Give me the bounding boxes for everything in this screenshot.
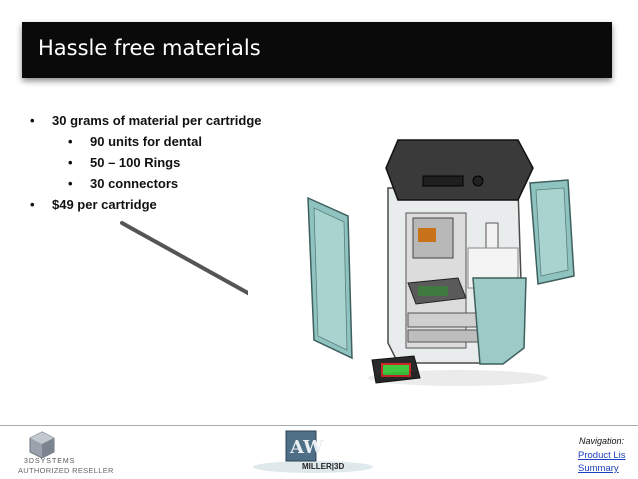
bullet-marker: •	[30, 197, 35, 212]
bullet-marker: •	[68, 155, 73, 170]
slide-title: Hassle free materials	[38, 36, 261, 60]
bullet-marker: •	[30, 113, 35, 128]
3d-systems-logo	[29, 431, 55, 459]
product-list-link[interactable]: Product Lis	[578, 450, 626, 461]
bullet-text: 30 connectors	[90, 176, 179, 191]
3d-systems-wordmark: 3DSYSTEMS	[24, 458, 76, 465]
miller-3d-wordmark: MILLER|3D	[302, 462, 345, 471]
bullet-marker: •	[68, 176, 73, 191]
bullet-marker: •	[68, 134, 73, 149]
navigation-label: Navigation:	[579, 436, 625, 446]
bullet-text: 50 – 100 Rings	[90, 155, 181, 170]
sub-bullet-item: • 30 connectors	[30, 173, 262, 194]
sub-bullet-item: • 90 units for dental	[30, 131, 262, 152]
bullet-text: 90 units for dental	[90, 134, 202, 149]
svg-text:AW: AW	[289, 437, 324, 458]
3d-printer-illustration	[248, 128, 588, 398]
sub-bullet-item: • 50 – 100 Rings	[30, 152, 262, 173]
summary-link[interactable]: Summary	[578, 463, 619, 474]
bullet-text: 30 grams of material per cartridge	[52, 113, 262, 128]
footer-divider	[0, 425, 638, 426]
bullet-item: • 30 grams of material per cartridge	[30, 110, 262, 131]
aw-miller-logo: AW	[253, 430, 373, 473]
slide-title-bar: Hassle free materials	[22, 22, 612, 78]
bullet-item: • $49 per cartridge	[30, 194, 262, 215]
authorized-reseller-label: AUTHORIZED RESELLER	[18, 466, 114, 475]
bullet-list: • 30 grams of material per cartridge • 90 …	[30, 110, 262, 215]
bullet-text: $49 per cartridge	[52, 197, 157, 212]
